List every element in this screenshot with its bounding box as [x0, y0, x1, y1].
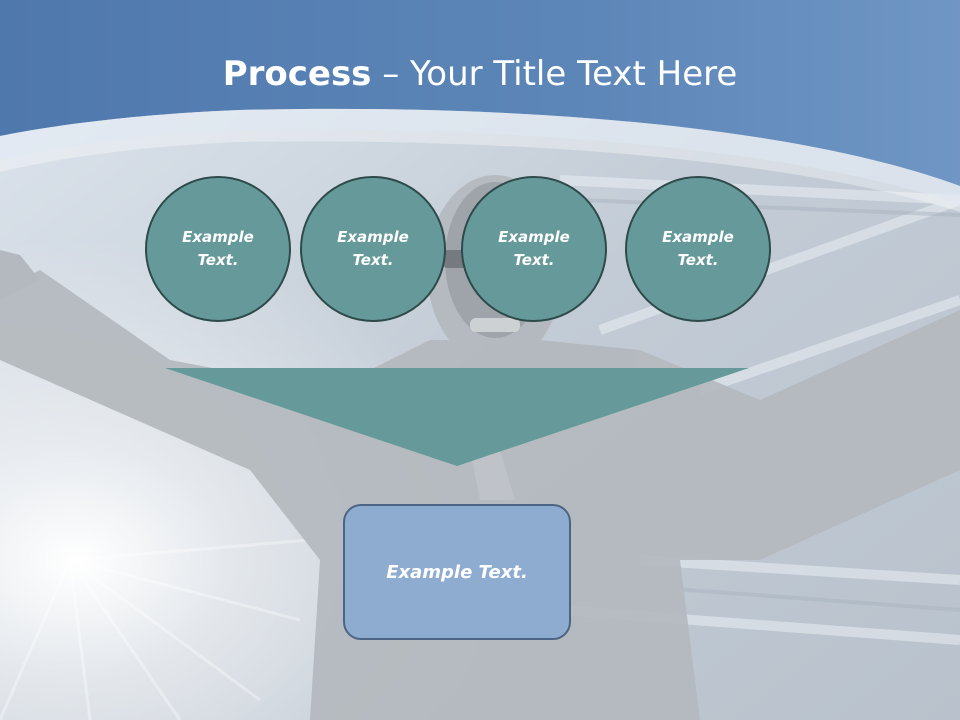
process-step-label: Example Text.	[337, 228, 409, 269]
title-rest-part: – Your Title Text Here	[371, 54, 738, 94]
process-step-label: Example Text.	[182, 228, 254, 269]
process-step-label: Example Text.	[662, 228, 734, 269]
process-step-3: Example Text.	[461, 176, 607, 322]
result-box: Example Text.	[343, 504, 571, 640]
process-step-4: Example Text.	[625, 176, 771, 322]
result-label: Example Text.	[386, 561, 528, 583]
slide-title: Process – Your Title Text Here	[0, 52, 960, 96]
funnel-arrow	[165, 368, 749, 466]
process-step-1: Example Text.	[145, 176, 291, 322]
process-step-2: Example Text.	[300, 176, 446, 322]
title-bold-part: Process	[222, 54, 372, 94]
process-step-label: Example Text.	[498, 228, 570, 269]
